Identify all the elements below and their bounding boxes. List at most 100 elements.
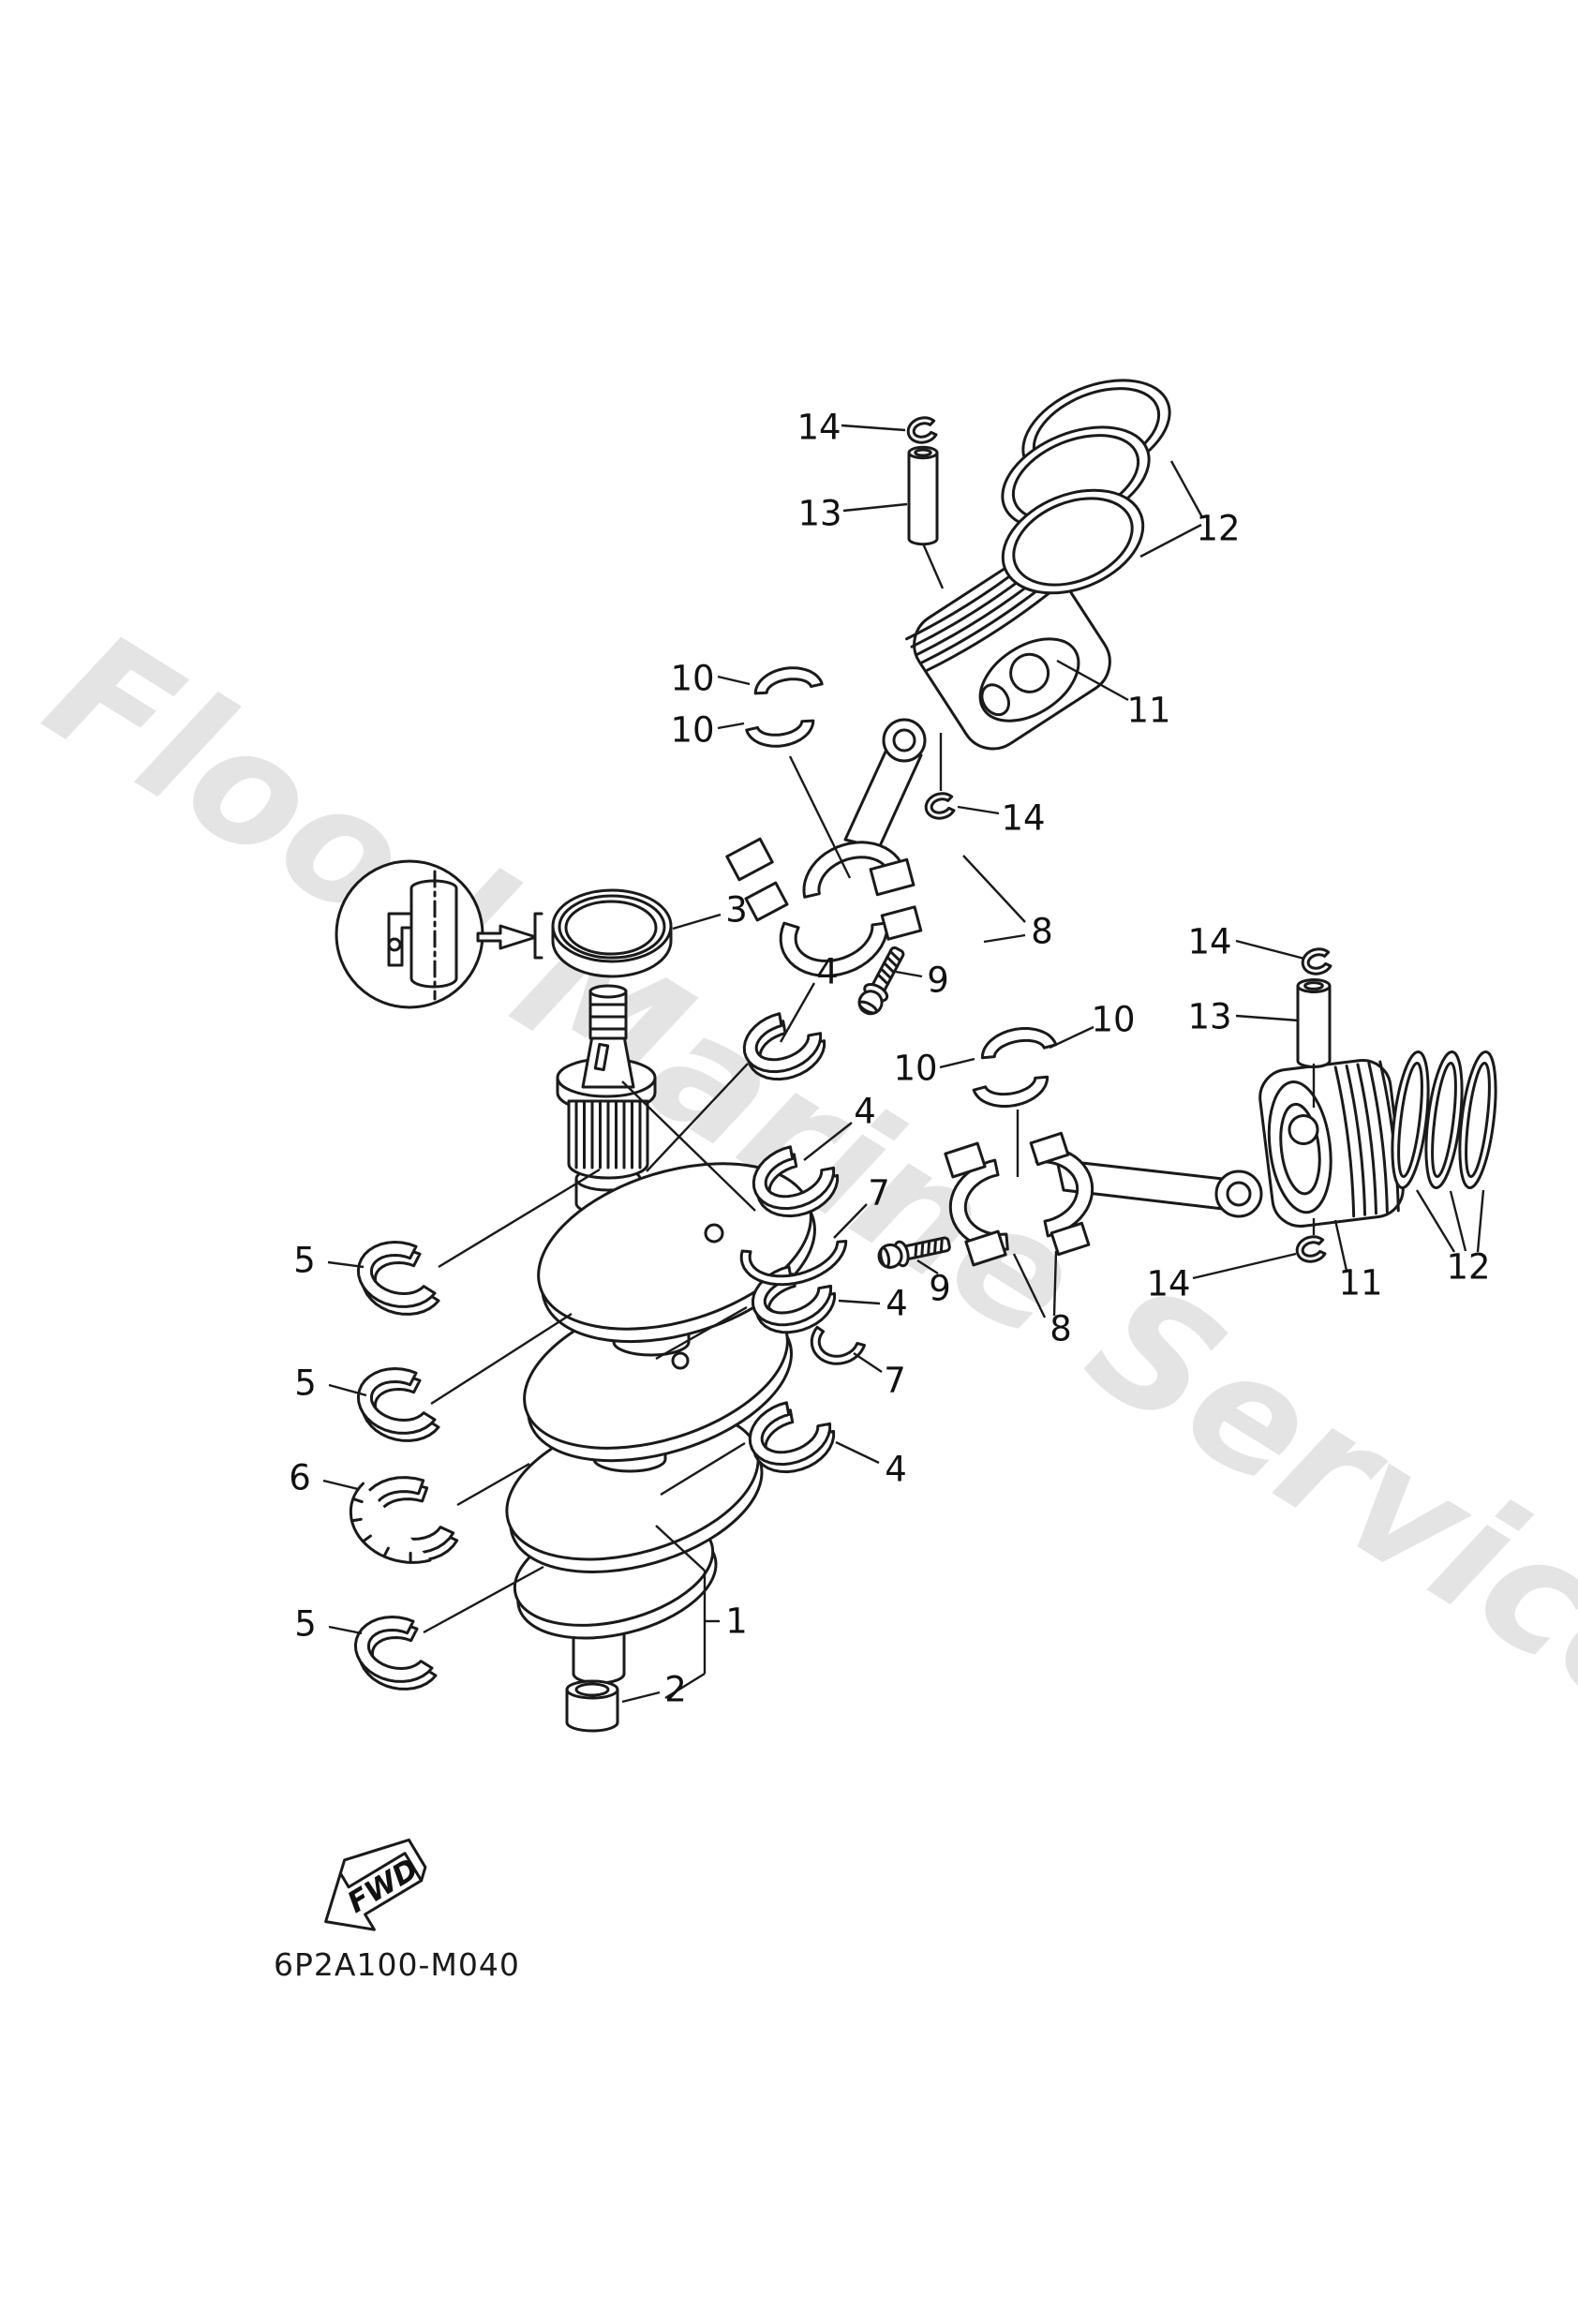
rod-bolt-9b-thread <box>932 1238 937 1255</box>
callout-label-9: 9 <box>929 1269 951 1309</box>
seal-cross-section <box>387 912 413 967</box>
callout-leader <box>1056 659 1129 702</box>
piston-pin-13b <box>1296 984 1332 1068</box>
callout-leader <box>1139 523 1202 559</box>
rod-bolt-9b <box>877 1236 951 1269</box>
guide-line <box>664 1672 706 1700</box>
rod-bolt-9b-thread <box>920 1241 925 1258</box>
callout-label-2: 2 <box>664 1670 687 1710</box>
crank-top-stub-end <box>588 984 628 999</box>
guide-line <box>655 1525 706 1572</box>
main-bearing-4a <box>742 1012 823 1074</box>
washer-7a <box>739 1240 848 1287</box>
callout-leader <box>717 675 751 686</box>
callout-label-12: 12 <box>1446 1247 1490 1288</box>
piston-pin-13a-bore <box>914 448 932 457</box>
rod-bolt-9a <box>857 946 905 1016</box>
piston-pin-13b-bore <box>1303 981 1324 991</box>
callout-label-14: 14 <box>1146 1264 1190 1304</box>
rod-bearing-10b-lower <box>972 1075 1050 1108</box>
rod-bolt-9a-head-face <box>857 1000 878 1015</box>
rod-bolt-9a-thread <box>876 973 889 986</box>
callout-leader <box>328 1383 367 1397</box>
main-bearing-5a <box>356 1241 437 1308</box>
callout-label-8: 8 <box>1031 912 1053 952</box>
rod-bolt-9b-thread <box>927 1239 931 1257</box>
cap-8b-ear <box>964 1229 1007 1267</box>
seal-ring-bore <box>564 900 658 956</box>
piston-boss-side <box>980 683 1011 717</box>
thrust-bearing-6-tab <box>382 1546 390 1558</box>
callout-label-14: 14 <box>796 408 841 448</box>
cap-8a-ear <box>744 881 789 922</box>
callout-leader <box>1333 1219 1348 1272</box>
piston-ring-12b-2-inner <box>1431 1061 1457 1179</box>
piston-11b <box>1258 1059 1405 1228</box>
connecting-rod-1-pin-bore <box>892 728 916 752</box>
rod-1-ear <box>725 837 774 882</box>
pin-clip-14c <box>1301 947 1332 976</box>
rod-cap-8b <box>948 1158 1009 1251</box>
pin-clip-14a <box>906 416 938 444</box>
callout-label-10: 10 <box>1091 1000 1135 1040</box>
thrust-bearing-6-tab <box>350 1517 363 1523</box>
inset-circle <box>335 859 484 1009</box>
cap-8a-ear <box>880 905 923 941</box>
thrust-bearing-6-tab <box>351 1497 364 1504</box>
rod-bearing-10b-upper <box>980 1027 1058 1060</box>
rod-bolt-9b-head-face <box>879 1246 891 1268</box>
connecting-rod-2-big-end <box>1034 1145 1094 1238</box>
callout-label-8: 8 <box>1050 1309 1072 1349</box>
callout-label-6: 6 <box>289 1458 311 1498</box>
callout-label-13: 13 <box>1187 997 1231 1037</box>
collar-2-bore <box>574 1682 610 1697</box>
callout-leader <box>1235 939 1305 961</box>
callout-leader <box>833 1203 868 1239</box>
collar-2-body <box>565 1688 619 1733</box>
callout-leader <box>672 913 722 931</box>
connecting-rod-2-pin-bore <box>1226 1181 1252 1207</box>
guide-line <box>921 543 945 589</box>
callout-leader <box>1169 460 1204 518</box>
callout-label-7: 7 <box>868 1173 890 1214</box>
main-bearing-5c <box>353 1616 434 1683</box>
callout-label-13: 13 <box>797 494 841 534</box>
callout-label-4: 4 <box>816 952 839 992</box>
callout-leader <box>939 1057 975 1069</box>
callout-leader <box>841 424 906 432</box>
callout-label-1: 1 <box>725 1601 748 1642</box>
guide-line <box>655 1305 748 1361</box>
fwd-arrow-face <box>324 1852 424 1931</box>
callout-label-10: 10 <box>670 710 714 751</box>
callout-label-5: 5 <box>294 1363 317 1404</box>
callout-leader <box>1235 1014 1300 1022</box>
rod-bolt-9a-thread <box>888 949 902 962</box>
guide-line <box>456 1462 530 1507</box>
rod-2-ear <box>1029 1131 1070 1167</box>
guide-line <box>423 1565 544 1634</box>
main-bearing-5b <box>356 1367 437 1435</box>
bracket <box>533 912 543 960</box>
diagram-code: 6P2A100-M040 <box>274 1946 520 1983</box>
callout-leader <box>328 1625 363 1635</box>
guide-line <box>646 1063 749 1172</box>
callout-leader <box>853 1352 883 1373</box>
guide-line <box>660 1441 746 1497</box>
guide-line <box>621 1080 756 1212</box>
guide-line <box>430 1312 573 1406</box>
piston-ring-groove <box>1356 1063 1377 1215</box>
callout-leader <box>916 1259 939 1275</box>
callout-leader <box>1192 1252 1297 1280</box>
washer-7b <box>810 1325 866 1365</box>
callout-label-10: 10 <box>670 659 714 699</box>
callout-label-4: 4 <box>886 1284 908 1324</box>
callout-leader <box>895 970 923 978</box>
rod-1-ear <box>869 857 916 897</box>
callout-label-7: 7 <box>884 1361 906 1401</box>
callout-leader <box>327 1260 365 1269</box>
rod-bolt-9a-thread <box>883 961 896 975</box>
callout-leader <box>962 855 1026 923</box>
parts-layer <box>349 379 1497 1733</box>
callout-leader <box>957 805 1000 815</box>
